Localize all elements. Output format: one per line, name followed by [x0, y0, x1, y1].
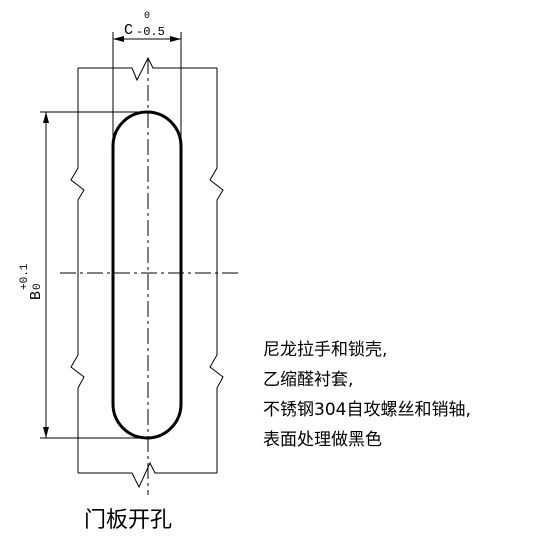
slot-cutout	[111, 110, 183, 440]
drawing-caption: 门板开孔	[84, 508, 173, 533]
width-tolerance-lower: -0.5	[136, 25, 165, 39]
width-tolerance-upper: 0	[144, 11, 150, 22]
note-line-1: 尼龙拉手和锁壳,	[263, 340, 388, 360]
height-tolerance-lower: 0	[32, 283, 44, 290]
height-tolerance-upper: +0.1	[19, 263, 31, 290]
width-arrow-left	[113, 36, 124, 42]
height-arrow-bottom	[43, 427, 49, 438]
width-label: C	[124, 22, 133, 39]
panel-top-edge	[78, 56, 217, 82]
height-arrow-top	[43, 112, 49, 123]
height-label: B	[28, 291, 45, 300]
width-arrow-right	[170, 36, 181, 42]
panel-bottom-edge	[78, 461, 217, 489]
note-line-2: 乙缩醛衬套,	[263, 370, 354, 390]
panel-left-edge	[70, 68, 85, 473]
note-line-3: 不锈钢304自攻螺丝和销轴,	[263, 400, 471, 420]
panel-right-edge	[209, 68, 224, 473]
note-line-4: 表面处理做黑色	[263, 430, 382, 450]
